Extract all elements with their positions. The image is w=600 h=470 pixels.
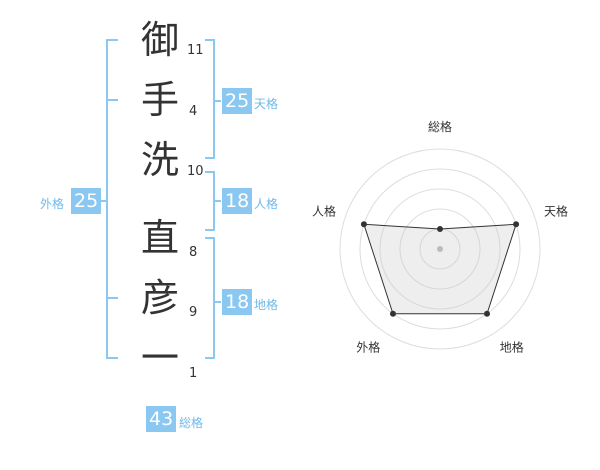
- chikaku-value-badge: 18: [222, 289, 253, 315]
- radar-axis-label-1: 総格: [428, 119, 452, 134]
- stroke-count-4: 8: [189, 245, 198, 260]
- gaikaku-bracket: [106, 39, 118, 359]
- radar-axis-label-5: 人格: [312, 203, 336, 218]
- radar-point-4: [389, 310, 396, 317]
- gaikaku-value-badge: 25: [71, 188, 102, 214]
- stroke-count-1: 11: [187, 43, 204, 58]
- stroke-count-6: 1: [189, 366, 198, 381]
- radar-point-5: [360, 221, 367, 228]
- name-char-5: 彦: [140, 276, 179, 320]
- jinkaku-value-badge: 18: [222, 188, 253, 214]
- radar-axis-label-3: 地格: [500, 340, 524, 355]
- jinkaku-label: 人格: [254, 197, 279, 211]
- radar-center-dot: [437, 246, 443, 252]
- soukaku-label: 総格: [179, 416, 204, 430]
- chikaku-bracket: [205, 237, 215, 359]
- tenkaku-bracket: [205, 39, 215, 159]
- radar-data-area: [363, 223, 517, 315]
- gaikaku-label: 外格: [40, 197, 65, 211]
- radar-grid-circle-5: [339, 148, 541, 350]
- radar-axis-label-4: 外格: [356, 340, 380, 355]
- radar-point-2: [513, 221, 520, 228]
- tenkaku-label: 天格: [254, 97, 279, 111]
- name-char-4: 直: [140, 216, 179, 260]
- soukaku-value-badge: 43: [146, 406, 177, 432]
- stroke-count-3: 10: [187, 164, 204, 179]
- radar-point-1: [437, 226, 443, 232]
- radar-axis-label-2: 天格: [544, 203, 568, 218]
- tenkaku-value-badge: 25: [222, 88, 253, 114]
- radar-grid-circle-2: [399, 208, 481, 290]
- radar-grid-circle-3: [379, 188, 501, 310]
- stroke-count-5: 9: [189, 305, 198, 320]
- name-char-2: 手: [140, 78, 179, 122]
- stroke-count-2: 4: [189, 104, 198, 119]
- name-char-6: 一: [140, 336, 179, 380]
- chikaku-label: 地格: [254, 298, 279, 312]
- radar-point-3: [484, 310, 491, 317]
- radar-grid-circle-4: [359, 168, 521, 330]
- name-char-3: 洗: [140, 138, 179, 182]
- name-char-1: 御: [140, 18, 179, 62]
